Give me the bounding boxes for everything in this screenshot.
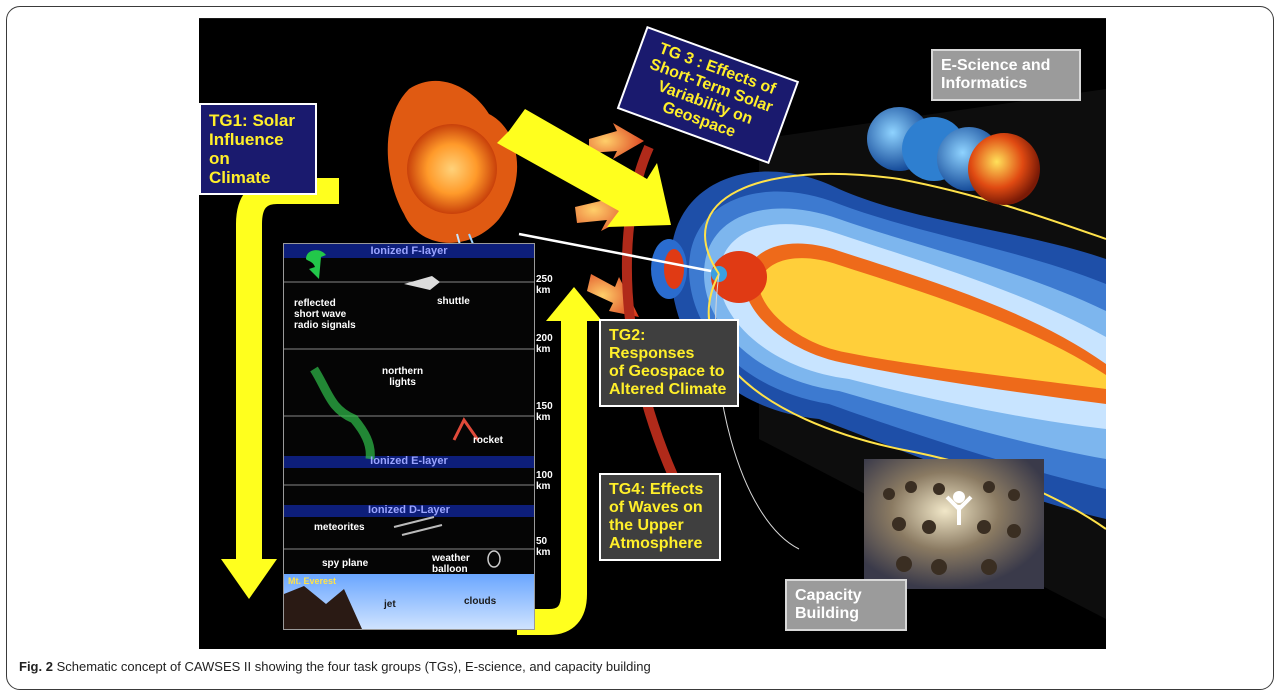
yellow-arrow-top (497, 109, 671, 227)
altitude-50-unit: km (536, 547, 551, 558)
tg1-box: TG1: Solar Influence on Climate (199, 103, 317, 196)
altitude-250-value: 250 (536, 274, 553, 285)
rocket-label: rocket (473, 435, 504, 446)
reflected-label: reflected short wave radio signals (294, 298, 356, 331)
figure-caption: Fig. 2 Schematic concept of CAWSES II sh… (19, 659, 651, 674)
jet-label: jet (384, 599, 396, 610)
capacity-line-1: Capacity (795, 587, 862, 604)
reflected-line-3: radio signals (294, 320, 356, 331)
capacity-box: Capacity Building (785, 579, 907, 631)
pointer-line (518, 232, 712, 273)
f-layer-label: Ionized F-layer (370, 245, 448, 257)
tg4-box: TG4: Effects of Waves on the Upper Atmos… (599, 473, 721, 561)
escience-line-2: Informatics (941, 74, 1028, 92)
mt-everest-label: Mt. Everest (288, 576, 337, 586)
altitude-100: 100 km (536, 470, 553, 492)
tg4-line-4: Atmosphere (609, 534, 703, 552)
radio-signal-arrow (306, 250, 326, 279)
spy-plane-label: spy plane (322, 558, 369, 569)
tg4-line-3: the Upper (609, 516, 684, 534)
diagram-artwork (221, 80, 1106, 635)
altitude-200-value: 200 (536, 333, 553, 344)
altitude-150-value: 150 (536, 401, 553, 412)
globe-4 (968, 133, 1040, 205)
e-layer-label: Ionized E-layer (370, 455, 448, 467)
weather-balloon-line-1: weather (432, 553, 470, 564)
aurora-shape (310, 366, 375, 460)
altitude-100-unit: km (536, 481, 551, 492)
atmosphere-panel-art (284, 244, 534, 629)
capacity-line-2: Building (795, 604, 859, 622)
meteorite-shape (393, 516, 443, 536)
yellow-arrow-left-head (221, 559, 277, 599)
yellow-arrow-right (517, 319, 587, 635)
sun-shape (407, 124, 497, 214)
escience-box: E-Science and Informatics (931, 49, 1081, 101)
reflected-line-1: reflected (294, 298, 336, 309)
altitude-150-unit: km (536, 412, 551, 423)
altitude-100-value: 100 (536, 470, 553, 481)
caption-text: Schematic concept of CAWSES II showing t… (52, 659, 651, 674)
tg4-line-1: TG4: Effects (609, 481, 704, 498)
weather-balloon-label: weather balloon (432, 553, 470, 575)
escience-line-1: E-Science and (941, 57, 1051, 74)
shuttle-shape (404, 276, 440, 290)
altitude-250-unit: km (536, 285, 551, 296)
crowd-image (864, 459, 1044, 589)
tg2-box: TG2: Responses of Geospace to Altered Cl… (599, 319, 739, 407)
d-layer-label: Ionized D-Layer (368, 504, 450, 516)
caption-label: Fig. 2 (19, 659, 53, 674)
weather-balloon-line-2: balloon (432, 564, 468, 575)
yellow-arrow-right-head (546, 287, 602, 321)
tg2-line-2: of Geospace to (609, 362, 725, 380)
atmosphere-panel: Ionized F-layer Ionized E-layer Ionized … (283, 243, 535, 630)
magnetosphere-shape (670, 171, 1106, 519)
meteorites-label: meteorites (314, 522, 365, 533)
balloon-shape (487, 550, 501, 568)
altitude-50-value: 50 (536, 536, 548, 547)
shuttle-label: shuttle (437, 296, 470, 307)
altitude-200: 200 km (536, 333, 553, 355)
northern-lights-line-2: lights (389, 377, 416, 388)
clouds-label: clouds (464, 596, 497, 607)
altitude-150: 150 km (536, 401, 553, 423)
rocket-shape (452, 417, 480, 441)
altitude-250: 250 km (536, 274, 553, 296)
tg1-line-1: TG1: Solar (209, 111, 295, 130)
tg1-line-2: Influence on (209, 130, 284, 169)
altitude-200-unit: km (536, 344, 551, 355)
tg2-line-3: Altered Climate (609, 380, 727, 398)
northern-lights-line-1: northern (382, 366, 424, 377)
northern-lights-label: northern lights (382, 366, 423, 388)
tg2-line-1: TG2: Responses (609, 327, 695, 362)
tg1-line-3: Climate (209, 168, 271, 188)
cawses-diagram: Ionized F-layer Ionized E-layer Ionized … (199, 18, 1106, 649)
reflected-line-2: short wave (294, 309, 347, 320)
orange-arrow-1 (589, 123, 644, 159)
tg4-line-2: of Waves on (609, 498, 703, 516)
altitude-50: 50 km (536, 536, 550, 558)
